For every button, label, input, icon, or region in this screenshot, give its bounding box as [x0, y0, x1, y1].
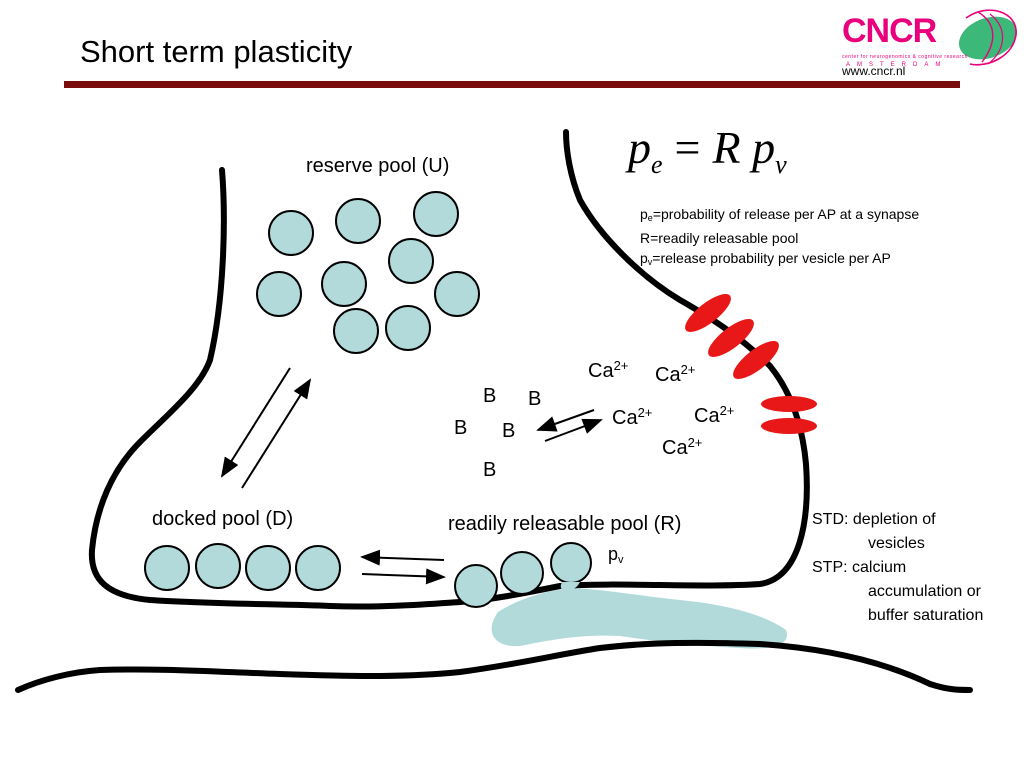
buffer-label: B: [483, 385, 497, 407]
formula-equals: =: [674, 122, 701, 173]
title-divider: [64, 81, 960, 88]
vesicle: [388, 238, 434, 284]
vesicle: [550, 542, 592, 584]
vesicle: [333, 308, 379, 354]
arrow-docked-to-reserve: [241, 378, 312, 489]
buffer-label: B: [502, 420, 516, 442]
arrow-reserve-to-docked: [220, 367, 291, 478]
plasticity-notes: STD: depletion of vesicles STP: calcium …: [812, 508, 983, 628]
arrow-rrp-to-docked: [360, 549, 445, 566]
vesicle: [385, 305, 431, 351]
formula-pe: pe: [628, 122, 663, 179]
vesicle: [144, 545, 190, 591]
cncr-logo: CNCR center for neurogenomics & cognitiv…: [838, 4, 1024, 70]
calcium-channels: [685, 294, 817, 434]
vesicle: [454, 564, 498, 608]
calcium-ion-label: Ca2+: [588, 358, 629, 382]
calcium-channel: [761, 396, 817, 412]
std-note: STD: depletion of: [812, 511, 936, 528]
definition-pv: pv=release probability per vesicle per A…: [640, 250, 891, 267]
formula-definitions: pe=probability of release per AP at a sy…: [640, 204, 919, 272]
calcium-channel: [733, 341, 779, 379]
docked-pool-label: docked pool (D): [152, 508, 294, 530]
logo-url-link[interactable]: www.cncr.nl: [842, 64, 906, 78]
calcium-channel: [685, 294, 731, 332]
released-transmitter-cloud: [491, 588, 787, 649]
reserve-pool-vesicles: [256, 191, 480, 354]
vesicle: [195, 543, 241, 589]
buffer-label: B: [528, 388, 542, 410]
buffer-label: B: [454, 417, 468, 439]
slide-title: Short term plasticity: [80, 34, 353, 69]
vesicle: [295, 545, 341, 591]
calcium-ion-label: Ca2+: [655, 362, 696, 386]
readily-releasable-vesicles: [454, 542, 592, 608]
reserve-pool-label: reserve pool (U): [306, 155, 450, 177]
vesicle: [335, 198, 381, 244]
definition-pe: pe=probability of release per AP at a sy…: [640, 206, 920, 223]
postsynaptic-membrane: [15, 639, 973, 693]
pv-label: pv: [608, 544, 624, 566]
stp-note-cont: accumulation or: [868, 583, 981, 600]
logo-city: AMSTERDAM: [846, 62, 948, 68]
docked-pool-vesicles: [144, 543, 341, 591]
definition-r: R=readily releasable pool: [640, 230, 799, 246]
fusing-vesicle-neck: [560, 582, 580, 591]
std-note-cont: vesicles: [868, 535, 925, 552]
readily-releasable-pool-label: readily releasable pool (R): [448, 513, 682, 535]
arrow-docked-to-rrp: [361, 568, 446, 585]
arrow-calcium-to-buffer: [536, 409, 595, 432]
calcium-channel: [708, 319, 754, 357]
release-probability-formula: pe=R pv: [628, 120, 787, 193]
vesicle: [256, 271, 302, 317]
logo-wordmark: CNCR: [842, 12, 937, 50]
calcium-ion-label: Ca2+: [662, 435, 703, 459]
calcium-channel: [761, 418, 817, 434]
formula-r: R: [712, 122, 741, 173]
vesicle: [321, 261, 367, 307]
vesicle: [434, 271, 480, 317]
vesicle: [245, 545, 291, 591]
formula-pv: pv: [752, 122, 787, 179]
vesicle: [500, 551, 544, 595]
calcium-ion-label: Ca2+: [612, 405, 653, 429]
buffer-label: B: [483, 459, 497, 481]
vesicle: [413, 191, 459, 237]
arrow-buffer-to-calcium: [544, 418, 603, 442]
logo-emblem: [958, 9, 1018, 66]
calcium-ion-label: Ca2+: [694, 403, 735, 427]
vesicle: [268, 210, 314, 256]
stp-note-cont: buffer saturation: [868, 607, 984, 624]
logo-tagline: center for neurogenomics & cognitive res…: [842, 54, 968, 60]
stp-note: STP: calcium: [812, 559, 907, 576]
